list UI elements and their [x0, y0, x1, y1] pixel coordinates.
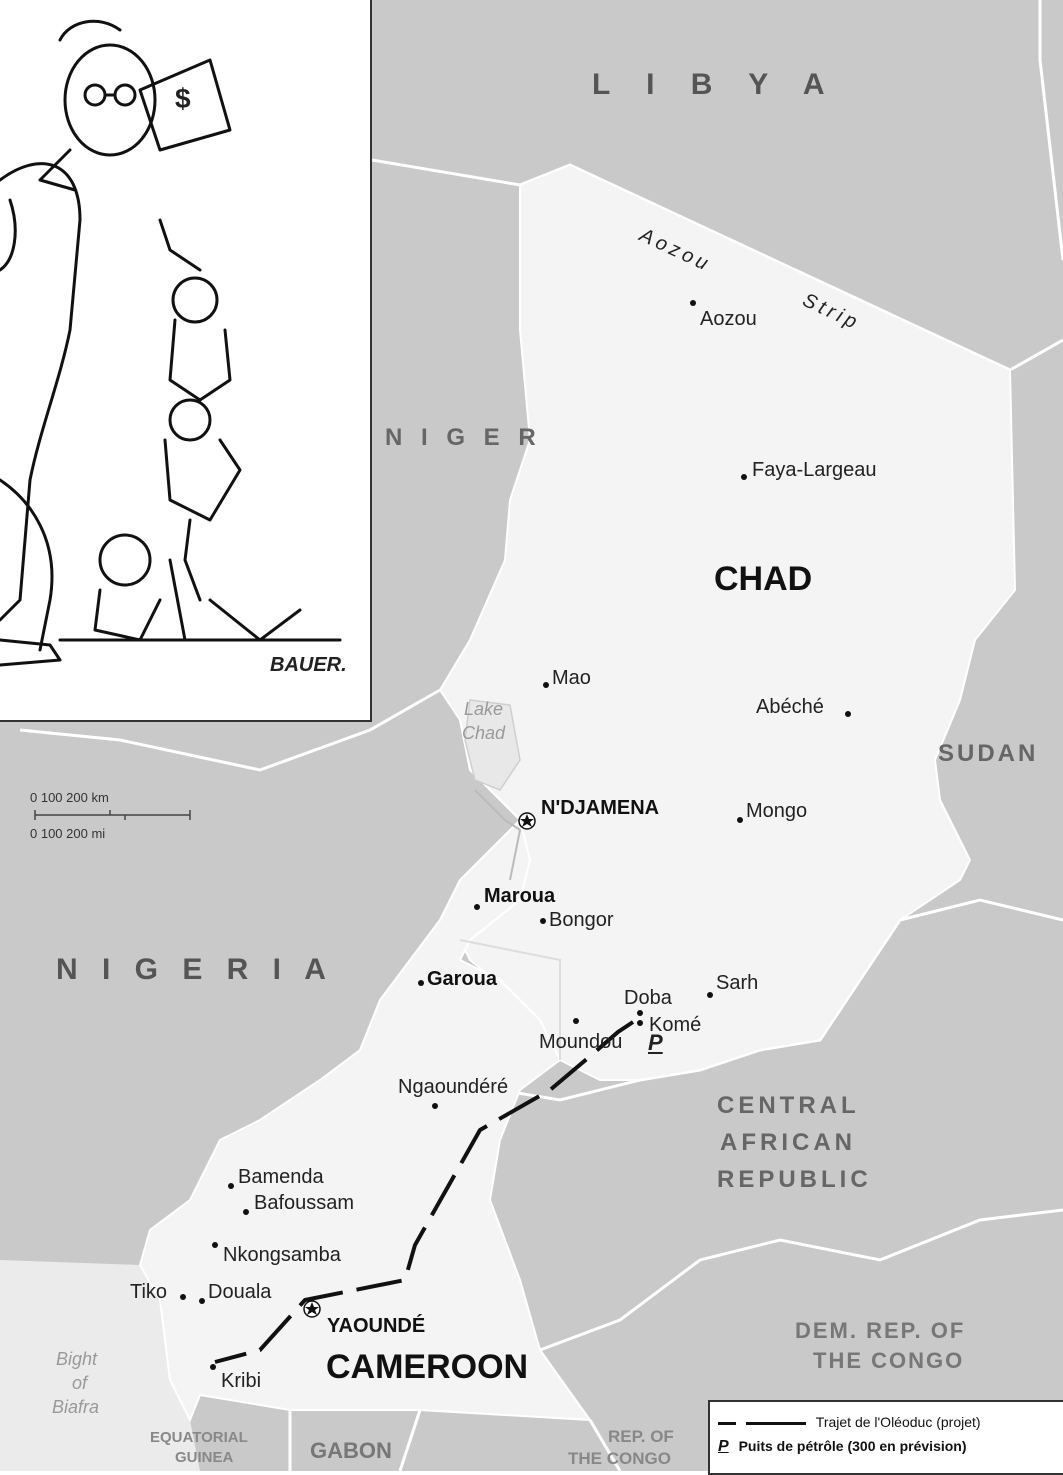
- label-city-abeche: Abéché: [756, 696, 824, 718]
- border-gabon-roc: [398, 1409, 422, 1471]
- label-city-ndjamena: N'DJAMENA: [541, 797, 660, 819]
- label-city-doba: Doba: [624, 987, 672, 1009]
- label-bight-line2: of: [72, 1373, 88, 1393]
- lake-chad: [464, 699, 521, 791]
- scale-km-label: 0 100 200 km: [30, 790, 109, 805]
- label-city-garoua: Garoua: [427, 968, 498, 990]
- city-markers: [180, 300, 851, 1370]
- label-car-line2: AFRICAN: [720, 1129, 856, 1156]
- dot-sarh: [707, 992, 713, 998]
- dot-kome: [637, 1020, 643, 1026]
- dot-doba: [637, 1010, 643, 1016]
- label-city-ngaoundere: Ngaoundéré: [398, 1076, 509, 1098]
- dot-garoua: [418, 980, 424, 986]
- label-city-douala: Douala: [208, 1281, 272, 1303]
- dot-bamenda: [228, 1183, 234, 1189]
- cartoon-signature: BAUER.: [270, 654, 347, 676]
- dot-bongor: [540, 918, 546, 924]
- label-eqg-line2: GUINEA: [175, 1449, 234, 1466]
- cartoon-inset: $ BAUER.: [0, 0, 372, 722]
- label-city-sarh: Sarh: [716, 972, 759, 994]
- label-city-mao: Mao: [552, 667, 591, 689]
- label-chad: CHAD: [714, 560, 813, 598]
- label-city-maroua: Maroua: [484, 885, 556, 907]
- dot-mongo: [737, 817, 743, 823]
- label-city-mongo: Mongo: [746, 800, 808, 822]
- label-drc-line1: DEM. REP. OF: [795, 1318, 966, 1343]
- bight-of-biafra-water: [0, 1260, 200, 1471]
- label-libya: L I B Y A: [592, 68, 839, 101]
- capital-yaounde-icon: [303, 1300, 321, 1318]
- dot-tiko: [180, 1294, 186, 1300]
- label-city-kome: Komé: [649, 1014, 702, 1036]
- pipeline-line-icon: [718, 1421, 736, 1425]
- dot-maroua: [474, 904, 480, 910]
- label-city-tiko: Tiko: [130, 1281, 168, 1303]
- border-roc: [588, 1419, 622, 1471]
- border-car-south: [539, 1208, 1063, 1352]
- label-city-nkongsamba: Nkongsamba: [223, 1244, 341, 1266]
- legend-pipeline-text: Trajet de l'Oléoduc (projet): [815, 1414, 981, 1430]
- label-city-moundou: Moundou: [539, 1031, 623, 1053]
- cartoon-drawing: [0, 19, 342, 667]
- dot-nkongsamba: [212, 1242, 218, 1248]
- dot-abeche: [845, 711, 851, 717]
- capital-ndjamena-icon: [518, 812, 536, 830]
- dot-moundou: [573, 1018, 579, 1024]
- cameroon-territory: [138, 818, 593, 1423]
- label-lake-line1: Lake: [464, 699, 504, 719]
- label-car-line1: CENTRAL: [717, 1092, 860, 1119]
- oil-well-symbol: P: [648, 1030, 663, 1055]
- label-city-kribi: Kribi: [221, 1370, 262, 1392]
- cartoon-money-sign: $: [175, 83, 191, 114]
- label-city-bafoussam: Bafoussam: [254, 1192, 355, 1214]
- legend-row-wells: P Puits de pétrôle (300 en prévision): [718, 1438, 967, 1456]
- chad-territory: [438, 163, 1017, 1081]
- label-city-bongor: Bongor: [549, 909, 614, 931]
- label-city-yaounde: YAOUNDÉ: [327, 1315, 426, 1337]
- label-eqg-line1: EQUATORIAL: [150, 1429, 248, 1446]
- legend-wells-text: Puits de pétrôle (300 en prévision): [738, 1438, 967, 1454]
- scale-bar: [34, 810, 191, 820]
- chad-cameroon-border: [459, 939, 561, 1060]
- dot-kribi: [210, 1364, 216, 1370]
- label-city-faya: Faya-Largeau: [752, 459, 877, 481]
- label-drc-line2: THE CONGO: [813, 1348, 965, 1373]
- label-sudan: SUDAN: [938, 740, 1039, 767]
- label-city-bamenda: Bamenda: [238, 1166, 324, 1188]
- label-city-aozou: Aozou: [700, 308, 757, 330]
- label-car-line3: REPUBLIC: [717, 1166, 872, 1193]
- label-bight-line1: Bight: [56, 1349, 98, 1369]
- border-libya-egypt: [1038, 0, 1063, 261]
- label-bight-line3: Biafra: [52, 1397, 100, 1417]
- map-legend: Trajet de l'Oléoduc (projet) P Puits de …: [708, 1400, 1063, 1475]
- label-lake-line2: Chad: [462, 723, 506, 743]
- dot-douala: [199, 1298, 205, 1304]
- chari-river: [474, 789, 522, 881]
- dot-faya: [741, 474, 747, 480]
- label-roc-line2: THE CONGO: [568, 1449, 671, 1468]
- scale-mi-label: 0 100 200 mi: [30, 826, 105, 841]
- legend-row-pipeline: Trajet de l'Oléoduc (projet): [718, 1414, 981, 1430]
- dot-bafoussam: [243, 1209, 249, 1215]
- pipeline-route: [214, 1020, 635, 1364]
- label-nigeria: N I G E R I A: [56, 953, 334, 986]
- dot-aozou: [690, 300, 696, 306]
- dot-ngaoundere: [432, 1103, 438, 1109]
- label-cameroon: CAMEROON: [326, 1348, 529, 1386]
- scale-km-text: 0 100 200 km: [30, 790, 109, 805]
- label-roc-line1: REP. OF: [608, 1427, 674, 1446]
- label-niger: N I G E R: [385, 424, 542, 451]
- border-niger-nigeria: [19, 688, 441, 772]
- pipeline-line-icon-2: [745, 1421, 806, 1425]
- oil-well-icon: P: [718, 1438, 729, 1455]
- scale-mi-text: 0 100 200 mi: [30, 826, 106, 841]
- dot-mao: [543, 682, 549, 688]
- label-gabon: GABON: [310, 1438, 392, 1463]
